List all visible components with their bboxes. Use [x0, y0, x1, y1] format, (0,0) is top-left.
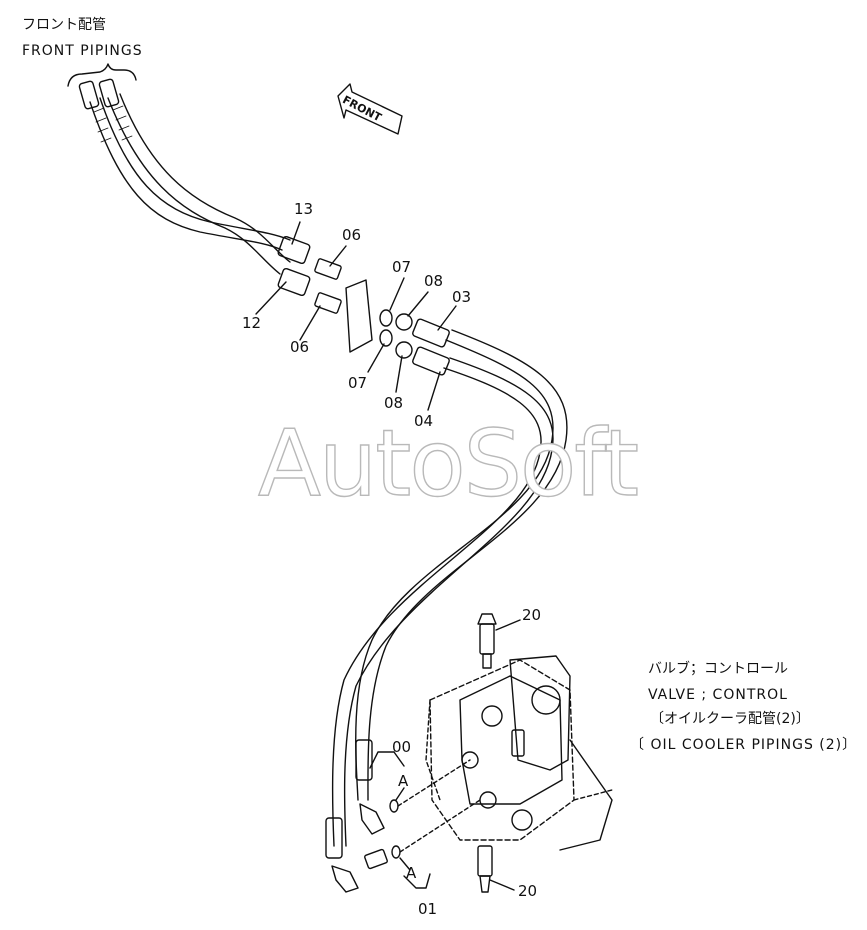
front-hose-2	[107, 93, 291, 275]
adapter-06-top	[314, 258, 342, 280]
part-label-13: 13	[294, 200, 314, 218]
leader-line	[399, 799, 481, 853]
leader-08-bottom	[395, 355, 403, 393]
hose-fitting-lower	[325, 817, 343, 859]
fitting-13	[277, 235, 311, 265]
title-japanese: フロント配管	[22, 17, 106, 33]
part-label-08-bottom: 08	[384, 394, 404, 412]
leader-20-bottom	[489, 879, 515, 891]
leader-13	[291, 221, 301, 245]
seal-07-bottom	[379, 329, 393, 347]
part-label-a-bottom: A	[406, 864, 417, 882]
caption-line-3: 〔オイルクーラ配管(2)〕	[650, 711, 810, 727]
leader-06-top	[329, 245, 347, 267]
seal-07-top	[379, 309, 393, 327]
part-label-07-top: 07	[392, 258, 412, 276]
leader-08-top	[407, 291, 429, 317]
union-fitting	[364, 848, 388, 870]
long-hose-04	[331, 357, 554, 847]
part-label-20-bottom: 20	[518, 882, 538, 900]
leader-01	[403, 873, 431, 889]
front-hose-1	[89, 97, 291, 251]
part-label-12: 12	[242, 314, 262, 332]
control-valve-block	[425, 655, 613, 851]
o-ring-a-top	[389, 799, 399, 813]
title-english: FRONT PIPINGS	[22, 43, 143, 59]
hose-fitting-03	[412, 318, 450, 348]
leader-07-bottom	[367, 343, 385, 373]
front-pipings-brace	[67, 63, 137, 87]
fitting-12	[277, 267, 311, 297]
leader-a-top	[395, 787, 405, 801]
leader-12	[255, 281, 287, 315]
hose-end-fitting	[98, 78, 120, 108]
leader-00	[369, 751, 405, 769]
elbow-fitting	[359, 803, 385, 835]
leader-a-bottom	[399, 857, 411, 871]
part-label-03: 03	[452, 288, 472, 306]
long-hose-03	[355, 329, 568, 801]
part-label-20-top: 20	[522, 606, 542, 624]
leader-04	[427, 371, 441, 411]
caption-line-2: VALVE ; CONTROL	[648, 687, 788, 703]
part-label-08-top: 08	[424, 272, 444, 290]
hose-fitting-lower	[355, 739, 373, 781]
hose-end-fitting	[78, 80, 100, 110]
bracket-plate	[345, 279, 373, 353]
elbow-fitting	[331, 865, 359, 893]
hose-fitting-04	[412, 346, 450, 376]
leader-03	[437, 305, 457, 331]
o-ring-a-bottom	[391, 845, 401, 859]
valve-stem	[511, 729, 525, 757]
caption-line-1: バルブ；コントロール	[648, 661, 788, 677]
relief-valve-20-bottom	[477, 845, 493, 893]
hose-braid-top	[93, 105, 133, 143]
part-label-06-top: 06	[342, 226, 362, 244]
watermark: AutoSoft	[257, 410, 640, 517]
leader-20-top	[495, 619, 521, 631]
part-label-04: 04	[414, 412, 434, 430]
part-label-00: 00	[392, 738, 412, 756]
part-label-06-bottom: 06	[290, 338, 310, 356]
leader-06-bottom	[299, 305, 321, 341]
leader-07-top	[389, 277, 405, 311]
part-label-07-bottom: 07	[348, 374, 368, 392]
relief-valve-20-top	[477, 613, 497, 669]
part-label-01: 01	[418, 900, 438, 918]
adapter-06-bottom	[314, 292, 342, 314]
caption-line-4: 〔 OIL COOLER PIPINGS (2)〕	[630, 737, 858, 753]
front-arrow-icon	[337, 83, 403, 135]
nut-08-bottom	[395, 341, 413, 359]
nut-08-top	[395, 313, 413, 331]
part-label-a-top: A	[398, 772, 409, 790]
